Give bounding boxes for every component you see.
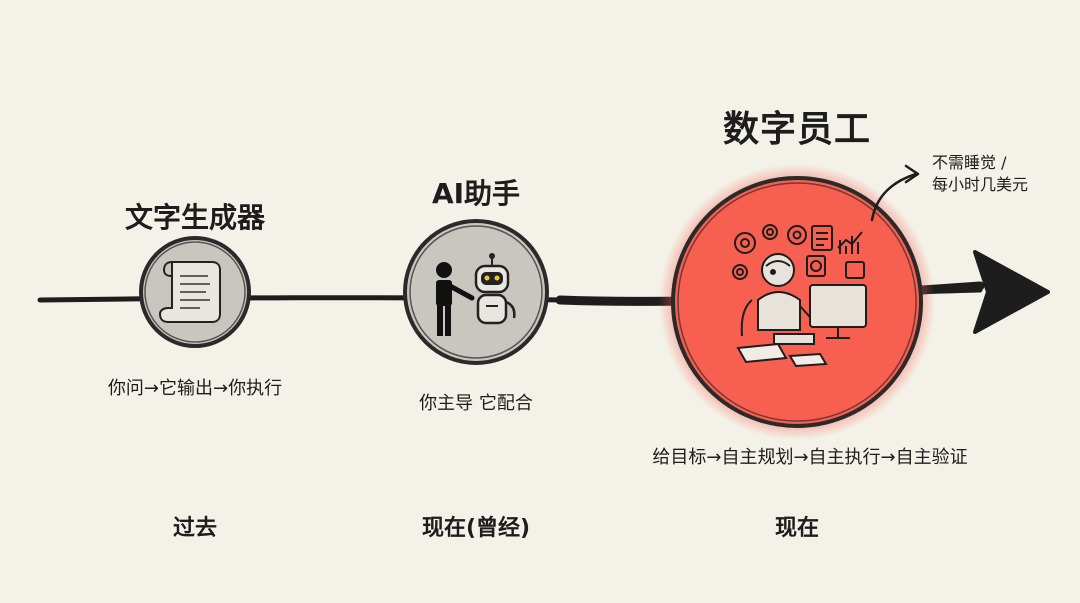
stage-description-1: 你问→它输出→你执行: [108, 374, 282, 400]
stage-era-3: 现在: [775, 510, 819, 542]
stage-era-2: 现在(曾经): [422, 510, 530, 542]
stage-era-1: 过去: [173, 510, 217, 542]
stage-node-ai-assistant: [405, 221, 547, 363]
callout-line-2: 每小时几美元: [932, 174, 1028, 196]
stage-description-2: 你主导 它配合: [419, 389, 533, 415]
stage-title-3: 数字员工: [723, 100, 871, 152]
callout-arrowhead: [906, 166, 918, 182]
callout-line-1: 不需睡觉 /: [932, 152, 1028, 174]
stage-title-1: 文字生成器: [125, 196, 265, 236]
stage-title-2: AI助手: [432, 172, 520, 212]
stage-description-3: 给目标→自主规划→自主执行→自主验证: [652, 443, 967, 469]
stage-node-text-generator: [141, 238, 249, 346]
callout-note: 不需睡觉 / 每小时几美元: [932, 152, 1028, 196]
stage-node-digital-employee: [659, 164, 935, 440]
